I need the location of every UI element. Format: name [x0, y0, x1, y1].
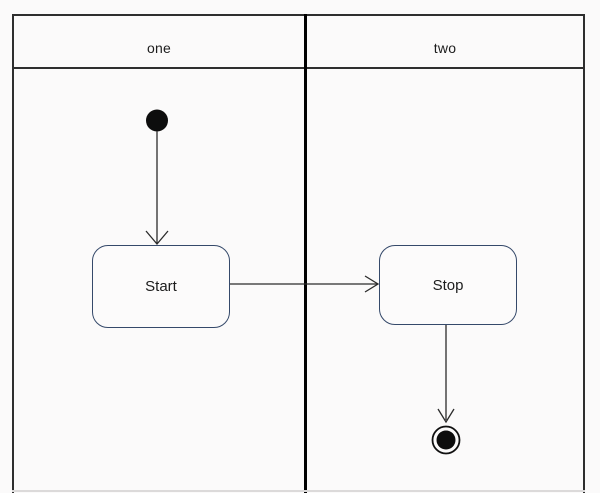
swimlane-header-two: two — [307, 16, 583, 67]
edge-stop-to-final — [437, 325, 455, 424]
activity-node-start: Start — [92, 245, 230, 328]
swimlane-frame-left-border — [12, 14, 14, 493]
swimlane-frame-bottom-border — [12, 490, 585, 492]
swimlane-frame-right-border — [583, 14, 585, 493]
initial-state-node — [146, 109, 168, 132]
swimlane-one-label: one — [147, 39, 171, 56]
edge-initial-to-start — [145, 131, 169, 246]
swimlane-header-separator — [12, 67, 585, 69]
activity-node-stop: Stop — [379, 245, 517, 325]
final-state-node — [431, 425, 461, 455]
swimlane-divider — [304, 14, 307, 493]
swimlane-frame-top-border — [12, 14, 585, 16]
swimlane-header-one: one — [14, 16, 304, 67]
swimlane-two-label: two — [433, 39, 457, 56]
activity-stop-label: Stop — [432, 276, 464, 294]
activity-start-label: Start — [145, 278, 177, 295]
